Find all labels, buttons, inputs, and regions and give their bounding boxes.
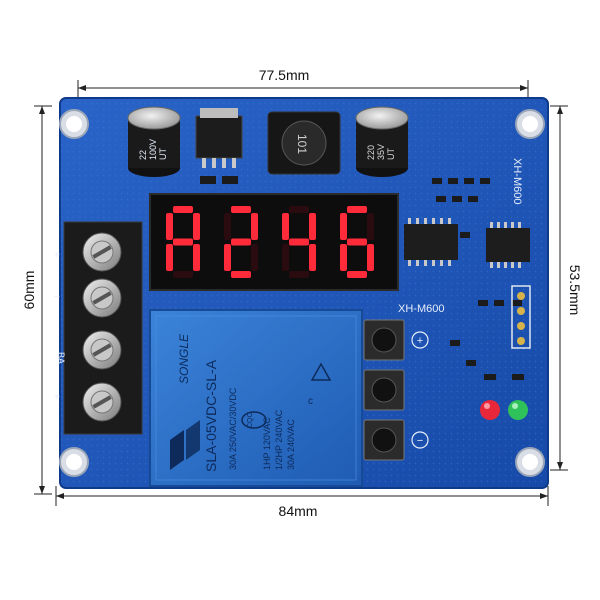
board-model-vertical: XH-M600 [511,158,523,204]
minus-symbol: − [411,431,429,449]
ic-left [404,218,458,266]
segment-e [224,244,231,271]
mounting-holes [59,109,545,477]
plus-symbol: + [411,331,429,349]
terminal-screw[interactable] [82,232,122,272]
display-digit [166,206,200,278]
terminal-block [63,221,143,435]
minus-label: − [417,435,423,447]
segment-a [231,206,251,213]
cap-left-voltage: 100V [148,139,158,160]
terminal-screw[interactable] [82,278,122,318]
segment-f [340,213,347,240]
button-plus[interactable] [363,319,405,361]
segment-b [309,213,316,240]
cqc-mark: CQC [241,411,267,429]
terminal-screws [82,232,122,422]
segment-g [231,238,251,246]
segment-a [289,206,309,213]
terminal-screw[interactable] [82,382,122,422]
mounting-hole-top-left [59,109,89,139]
segment-a [347,206,367,213]
cap-right-voltage: 35V [376,144,386,160]
relay: SONGLE SLA-05VDC-SL-A 30A 250VAC/30VDC 1… [149,309,363,487]
terminal-label-1: + [54,250,60,261]
capacitor-right: 220 35V UT [355,106,409,177]
segment-g [289,238,309,246]
mounting-hole-bottom-right [515,447,545,477]
dimension-bottom: 84mm [55,486,549,519]
terminal-label-2: − [54,292,60,303]
display-digit [282,206,316,278]
left-dimension-label: 60mm [21,271,37,310]
segment-b [367,213,374,240]
cap-left-brand: UT [158,148,168,160]
bottom-dimension-label: 84mm [279,503,318,519]
segment-b [251,213,258,240]
dimension-right: 53.5mm [550,105,583,471]
segment-g [347,238,367,246]
segment-e [166,244,173,271]
button-minus[interactable] [363,419,405,461]
segment-c [251,244,258,271]
segment-c [309,244,316,271]
capacitor-left: 22 100V UT [127,106,181,177]
relay-logo [170,420,200,470]
relay-model: SLA-05VDC-SL-A [203,359,219,472]
pin-header [511,285,531,349]
terminal-label-4: + [54,392,60,403]
led-red [480,400,500,420]
mounting-hole-top-right [515,109,545,139]
board-model-label: XH-M600 [398,303,444,315]
terminal-labels: + − BA + [54,250,66,403]
segment-e [282,244,289,271]
cap-left-value: 22 [138,150,148,160]
segment-f [166,213,173,240]
segment-d [289,271,309,278]
segment-c [367,244,374,271]
relay-rating-4: 30A 240VAC [286,419,296,470]
segment-f [224,213,231,240]
right-dimension-label: 53.5mm [567,265,583,316]
dimension-left: 60mm [21,105,52,495]
segment-d [173,271,193,278]
ic-right [486,222,530,268]
smd-components [200,176,522,366]
led-resistors [484,374,524,380]
button-set[interactable] [363,369,405,411]
segment-d [347,271,367,278]
svg-text:c: c [308,396,313,407]
top-dimension-label: 77.5mm [259,67,310,83]
inductor-label: 101 [295,134,309,154]
segment-f [282,213,289,240]
segment-a [173,206,193,213]
segment-b [193,213,200,240]
segment-g [173,238,193,246]
cap-right-value: 220 [366,145,376,160]
terminal-label-3: BA [56,352,66,364]
relay-rating-2: 1HP 120VAC [262,417,272,470]
inductor: 101 [267,111,341,175]
segment-e [340,244,347,271]
cqc-text: CQC [247,412,254,428]
segment-c [193,244,200,271]
cap-right-brand: UT [386,148,396,160]
regulator-chip [195,108,243,168]
relay-brand: SONGLE [177,333,191,384]
seven-segment-display [149,193,399,291]
segment-d [231,271,251,278]
dimension-top: 77.5mm [77,67,529,100]
warning-triangle-icon [310,362,332,381]
plus-label: + [417,335,423,347]
terminal-screw[interactable] [82,330,122,370]
relay-rating-1: 30A 250VAC/30VDC [228,387,238,470]
mounting-hole-bottom-left [59,447,89,477]
relay-rating-3: 1/2HP 240VAC [274,409,284,470]
display-digit [224,206,258,278]
led-green [508,400,528,420]
display-digit [340,206,374,278]
